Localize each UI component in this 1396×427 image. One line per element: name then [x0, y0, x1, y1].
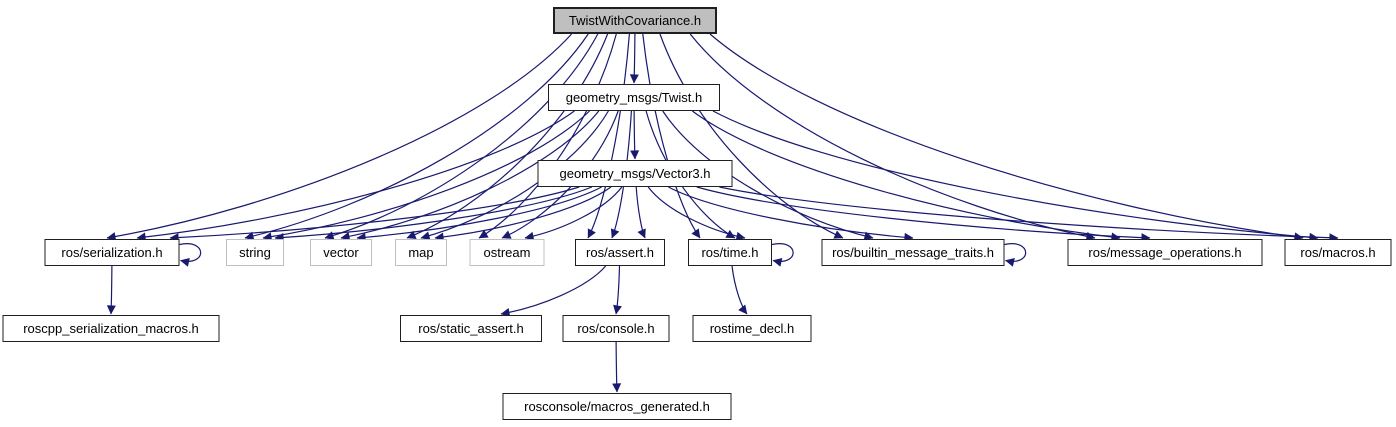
node-str[interactable]: string [226, 239, 284, 266]
edge-v3-asr [635, 186, 646, 239]
node-v3[interactable]: geometry_msgs/Vector3.h [537, 160, 733, 187]
edge-tw-ost [501, 110, 619, 239]
edge-bmt-bmt [1004, 243, 1027, 267]
node-ost[interactable]: ostream [469, 239, 545, 266]
edge-twc-tim [642, 33, 701, 239]
node-tim[interactable]: ros/time.h [688, 239, 772, 266]
edge-twc-vec [324, 33, 599, 240]
edge-twc-bmt [659, 33, 844, 239]
edge-v3-str [274, 186, 593, 242]
node-twc[interactable]: TwistWithCovariance.h [553, 7, 717, 34]
edge-con-rmg [612, 341, 622, 393]
edge-ser-rsm [106, 265, 116, 315]
node-sta[interactable]: ros/static_assert.h [400, 315, 542, 342]
edge-ser-ser [179, 243, 202, 267]
edge-v3-mac [719, 186, 1339, 243]
node-rmg[interactable]: rosconsole/macros_generated.h [502, 393, 732, 420]
edge-twc-mac [709, 33, 1304, 242]
node-mop[interactable]: ros/message_operations.h [1067, 239, 1263, 266]
edge-asr-sta [500, 265, 607, 317]
node-rtd[interactable]: rostime_decl.h [692, 315, 812, 342]
edge-twc-ost [478, 33, 617, 239]
edge-tw-bmt [662, 110, 874, 241]
edge-tw-mac [712, 110, 1319, 242]
node-asr[interactable]: ros/assert.h [575, 239, 665, 266]
edge-tw-asr [610, 110, 632, 239]
edge-twc-map [406, 33, 609, 239]
edge-tw-str [262, 110, 590, 242]
node-con[interactable]: ros/console.h [562, 315, 670, 342]
edge-v3-map [434, 186, 612, 242]
edge-tw-v3 [630, 110, 640, 160]
node-rsm[interactable]: roscpp_serialization_macros.h [2, 315, 220, 342]
edge-v3-ser [169, 186, 580, 243]
edge-tim-rtd [731, 265, 748, 315]
edge-twc-asr [587, 33, 630, 239]
edge-asr-con [613, 265, 622, 315]
node-vec[interactable]: vector [310, 239, 372, 266]
edge-twc-ser [106, 33, 573, 241]
node-bmt[interactable]: ros/builtin_message_traits.h [821, 239, 1005, 266]
edge-tw-map [420, 110, 609, 241]
edge-v3-mop [696, 186, 1151, 243]
edge-twc-str [244, 33, 589, 241]
edge-tw-tim [645, 110, 736, 239]
edge-tim-tim [771, 243, 794, 267]
edge-twc-tw [629, 33, 639, 84]
edge-twc-mop [689, 33, 1096, 241]
edge-tw-mop [691, 110, 1121, 242]
node-ser[interactable]: ros/serialization.h [44, 239, 180, 266]
node-tw[interactable]: geometry_msgs/Twist.h [548, 84, 720, 111]
node-map[interactable]: map [395, 239, 447, 266]
edge-v3-tim [647, 186, 746, 241]
edge-v3-bmt [668, 186, 914, 242]
edge-v3-ost [524, 186, 623, 241]
node-mac[interactable]: ros/macros.h [1284, 239, 1392, 266]
edge-tw-ser [136, 110, 575, 242]
edge-v3-vec [356, 186, 602, 242]
